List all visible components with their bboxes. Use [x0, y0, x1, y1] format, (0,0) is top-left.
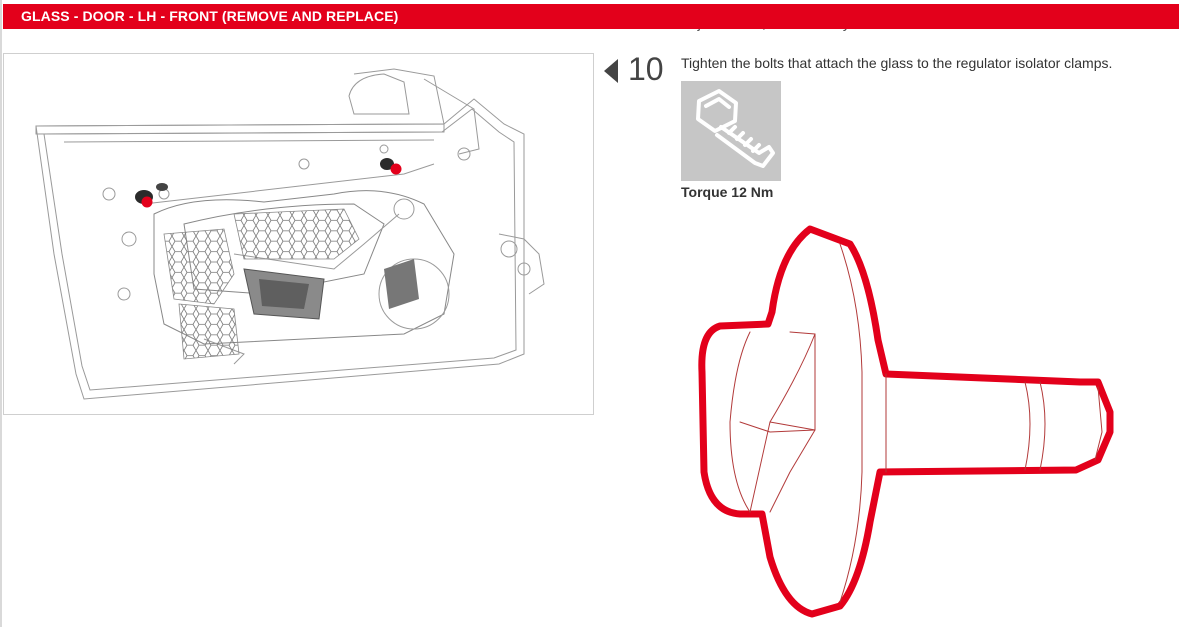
- page-left-border: [0, 0, 2, 627]
- page-title: GLASS - DOOR - LH - FRONT (REMOVE AND RE…: [3, 4, 1179, 29]
- triangle-left-icon[interactable]: [603, 59, 619, 83]
- door-diagram-figure: [3, 53, 594, 415]
- step-instruction: Tighten the bolts that attach the glass …: [681, 55, 1113, 71]
- bolt-highlight-diagram: [698, 225, 1114, 618]
- bolt-highlight-front: [390, 163, 402, 175]
- torque-bolt-icon: [681, 81, 781, 181]
- bolt-highlight-rear: [141, 196, 153, 208]
- door-assembly-diagram: [35, 68, 545, 400]
- step-number: 10: [628, 51, 664, 87]
- torque-value-label: Torque 12 Nm: [681, 184, 774, 200]
